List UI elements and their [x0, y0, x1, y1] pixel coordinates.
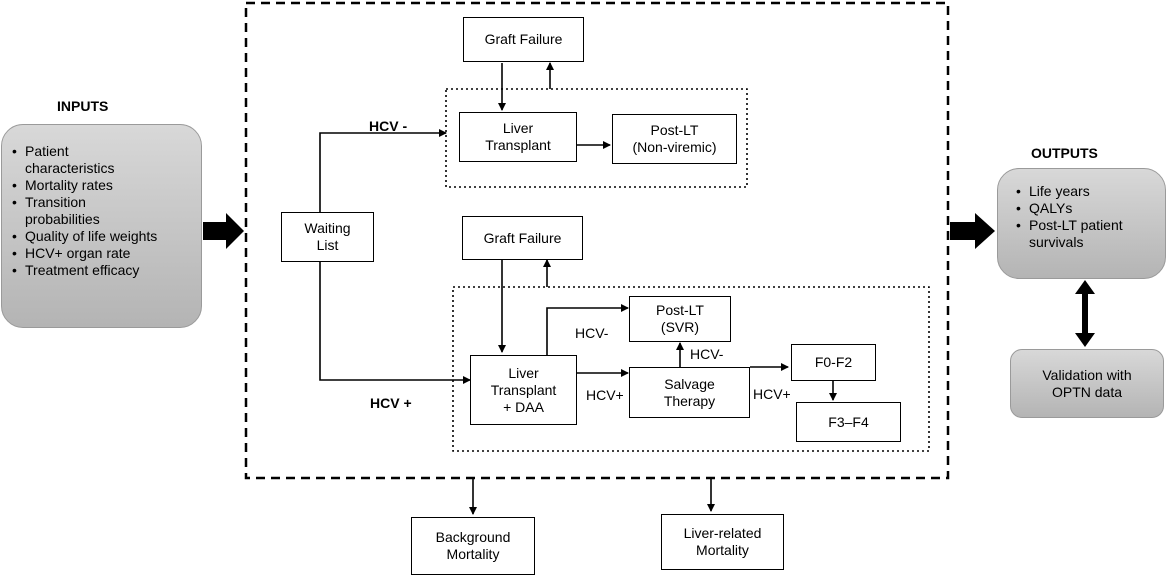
inputs-item: Mortality rates: [10, 177, 157, 194]
validation-line2: OPTN data: [1051, 383, 1123, 400]
inputs-item: Treatment efficacy: [10, 262, 157, 279]
post-lt-svr-node: Post-LT(SVR): [629, 296, 731, 342]
liver-transplant-line2: Transplant: [485, 137, 551, 153]
graft-failure-bottom: Graft Failure: [462, 216, 583, 260]
inputs-item: Transition probabilities: [10, 194, 145, 228]
salvage-line1: Salvage: [664, 375, 715, 392]
lt-daa-line2: Transplant: [490, 381, 557, 398]
edge-label-salvage-svr: HCV-: [690, 346, 724, 362]
f3-f4-label: F3–F4: [828, 413, 869, 430]
liver-mortality-line1: Liver-related: [683, 525, 762, 541]
waiting-list-line1: Waiting: [304, 220, 351, 236]
hcv-neg-group: [445, 88, 748, 188]
inputs-list: Patient characteristics Mortality rates …: [10, 143, 157, 279]
hcv-neg-label: HCV -: [369, 118, 408, 134]
graft-failure-top-label: Graft Failure: [484, 31, 563, 47]
outputs-arrow: [950, 213, 995, 249]
graft-failure-bottom-label: Graft Failure: [483, 229, 562, 246]
outputs-box: Life years QALYs Post-LT patient surviva…: [997, 168, 1166, 279]
inputs-arrow: [203, 213, 244, 249]
post-lt-line2: (Non-viremic): [632, 139, 717, 155]
lt-daa-line3: + DAA: [503, 398, 544, 415]
inputs-item: Patient characteristics: [10, 143, 145, 177]
post-lt-nonviremic-node: Post-LT(Non-viremic): [612, 114, 737, 164]
liver-mortality-line2: Mortality: [696, 542, 749, 558]
inputs-item: Quality of life weights: [10, 228, 157, 245]
model-boundary: [244, 1, 950, 480]
validation-line1: Validation with: [1042, 366, 1132, 383]
f0-f2-node: F0-F2: [791, 344, 876, 381]
waiting-list-line2: List: [316, 237, 339, 253]
background-mortality-line1: Background: [435, 529, 511, 545]
salvage-line2: Therapy: [663, 392, 716, 409]
background-mortality-line2: Mortality: [446, 546, 500, 562]
edge-label-salvage-f: HCV+: [753, 386, 791, 402]
outputs-list: Life years QALYs Post-LT patient surviva…: [1014, 183, 1149, 251]
outputs-item: QALYs: [1014, 200, 1149, 217]
graft-failure-top: Graft Failure: [463, 17, 584, 62]
edge-label-lt-salvage: HCV+: [586, 387, 624, 403]
post-lt-line1: Post-LT: [650, 122, 699, 138]
inputs-title: INPUTS: [57, 98, 109, 114]
inputs-box: Patient characteristics Mortality rates …: [1, 124, 202, 328]
edge-label-lt-svr: HCV-: [575, 325, 609, 341]
inputs-item: HCV+ organ rate: [10, 245, 157, 262]
outputs-item: Post-LT patient survivals: [1014, 217, 1149, 251]
post-lt-svr-line2: (SVR): [660, 319, 700, 335]
hcv-pos-label: HCV +: [370, 395, 412, 411]
f0-f2-label: F0-F2: [814, 354, 853, 370]
liver-transplant-line1: Liver: [502, 120, 534, 136]
outputs-item: Life years: [1014, 183, 1149, 200]
f3-f4-node: F3–F4: [796, 402, 901, 442]
post-lt-svr-line1: Post-LT: [656, 302, 704, 318]
outputs-title: OUTPUTS: [1031, 145, 1098, 161]
lt-daa-line1: Liver: [508, 364, 539, 381]
